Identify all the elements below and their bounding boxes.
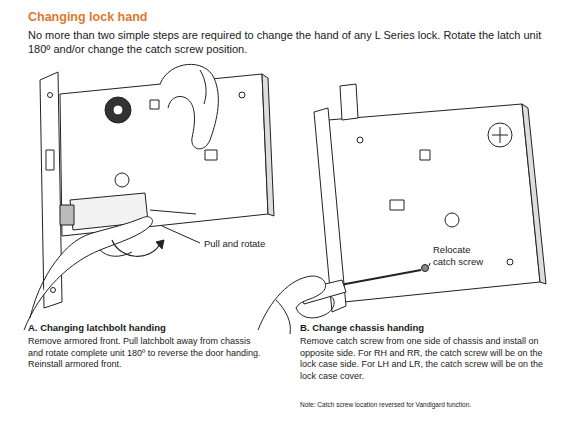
hand bbox=[30, 256, 60, 318]
arrow-head bbox=[156, 240, 164, 249]
slot bbox=[390, 200, 404, 210]
slot bbox=[205, 150, 217, 160]
leader-line bbox=[429, 263, 430, 266]
hand bbox=[258, 276, 326, 330]
page-title: Changing lock hand bbox=[28, 10, 147, 26]
rotate-arrow bbox=[112, 240, 160, 256]
lock-case bbox=[328, 104, 540, 302]
hub-cross bbox=[492, 127, 508, 143]
leader-line bbox=[162, 226, 200, 243]
finger bbox=[200, 70, 206, 104]
hub bbox=[488, 123, 512, 147]
latch-stub bbox=[340, 84, 358, 120]
section-heading: B. Change chassis handing bbox=[300, 322, 550, 334]
section-body: Remove armored front. Pull latchbolt awa… bbox=[28, 336, 268, 371]
intro-text: No more than two simple steps are requir… bbox=[28, 28, 558, 57]
screw bbox=[357, 137, 363, 143]
finger bbox=[168, 96, 186, 108]
hub-center bbox=[113, 105, 123, 115]
note-text: Note: Catch screw location reversed for … bbox=[300, 401, 550, 409]
cylinder-hole bbox=[445, 213, 459, 227]
screw bbox=[239, 92, 245, 98]
screwdriver-shaft bbox=[340, 270, 421, 285]
latch-tail bbox=[150, 210, 196, 214]
faceplate-hole bbox=[51, 288, 56, 293]
latchbolt bbox=[60, 205, 74, 225]
section-body: Remove catch screw from one side of chas… bbox=[300, 336, 548, 383]
finger bbox=[322, 296, 334, 316]
faceplate-slot bbox=[46, 150, 54, 170]
finger bbox=[100, 250, 132, 256]
catch-screw bbox=[422, 265, 429, 272]
lock-case bbox=[60, 74, 268, 236]
finger bbox=[276, 300, 290, 334]
hand bbox=[160, 64, 218, 149]
faceplate-hole bbox=[48, 93, 53, 98]
lock-case-edge bbox=[262, 74, 274, 216]
slot bbox=[420, 150, 430, 160]
callout-label: Pull and rotate bbox=[203, 238, 295, 250]
latch-illustration bbox=[24, 64, 274, 330]
callout-label: Relocate catch screw bbox=[432, 244, 496, 268]
hub bbox=[105, 97, 131, 123]
hand bbox=[24, 217, 152, 330]
cylinder-hole bbox=[115, 173, 129, 187]
screw bbox=[507, 259, 513, 265]
chassis-illustration bbox=[258, 84, 546, 334]
slot bbox=[150, 100, 159, 109]
section-heading: A. Changing latchbolt handing bbox=[28, 322, 278, 334]
lock-case-edge bbox=[522, 104, 546, 284]
